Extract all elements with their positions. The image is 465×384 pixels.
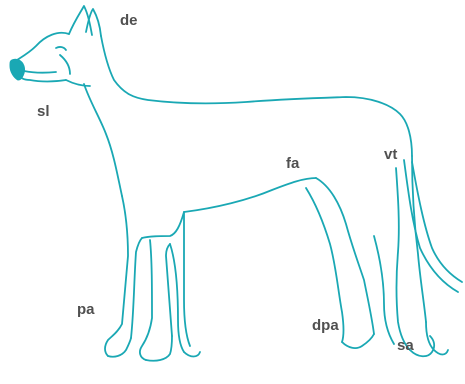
dog-front-leg-c bbox=[169, 243, 185, 353]
dog-tail-upper bbox=[403, 159, 459, 293]
dog-mouth bbox=[23, 70, 57, 74]
dog-cheek bbox=[59, 54, 71, 75]
dog-front-leg-outer bbox=[104, 195, 129, 357]
dog-rear-paw-1 bbox=[341, 333, 375, 349]
dog-eye bbox=[55, 46, 67, 51]
dog-chest bbox=[83, 83, 123, 197]
label-sl: sl bbox=[37, 103, 50, 120]
dog-rear-hock bbox=[411, 155, 427, 323]
dog-ear-left bbox=[68, 5, 93, 36]
dog-back bbox=[100, 35, 413, 157]
dog-front-leg-b bbox=[139, 239, 153, 361]
dog-rear-paw-3 bbox=[425, 321, 449, 356]
label-sa: sa bbox=[397, 337, 414, 354]
dog-ear-right bbox=[85, 8, 102, 37]
dog-rear-paw-2 bbox=[409, 335, 436, 358]
dog-tail-lower bbox=[411, 161, 463, 283]
dog-front-leg-back bbox=[183, 211, 191, 347]
label-de: de bbox=[120, 12, 138, 29]
dog-front-paw-3 bbox=[183, 351, 201, 358]
label-fa: fa bbox=[286, 155, 300, 172]
label-vt: vt bbox=[384, 146, 398, 163]
dog-nose bbox=[9, 58, 25, 81]
dog-head-top bbox=[13, 31, 70, 63]
dog-front-paw-1 bbox=[107, 337, 132, 358]
dog-rear-thigh bbox=[315, 177, 375, 335]
dog-rear-leg-far bbox=[395, 167, 411, 351]
dog-jaw bbox=[65, 79, 91, 87]
dog-rear-leg-far-2 bbox=[373, 235, 395, 345]
dog-front-leg-inner-a bbox=[130, 237, 143, 339]
dog-underside bbox=[141, 211, 185, 239]
dog-muzzle bbox=[17, 73, 67, 83]
dog-belly bbox=[183, 177, 317, 213]
dog-rear-leg-inner bbox=[305, 187, 345, 343]
label-dpa: dpa bbox=[312, 317, 339, 334]
label-pa: pa bbox=[77, 301, 95, 318]
dog-front-leg-b-inner bbox=[165, 243, 173, 337]
dog-front-paw-2 bbox=[145, 335, 173, 362]
